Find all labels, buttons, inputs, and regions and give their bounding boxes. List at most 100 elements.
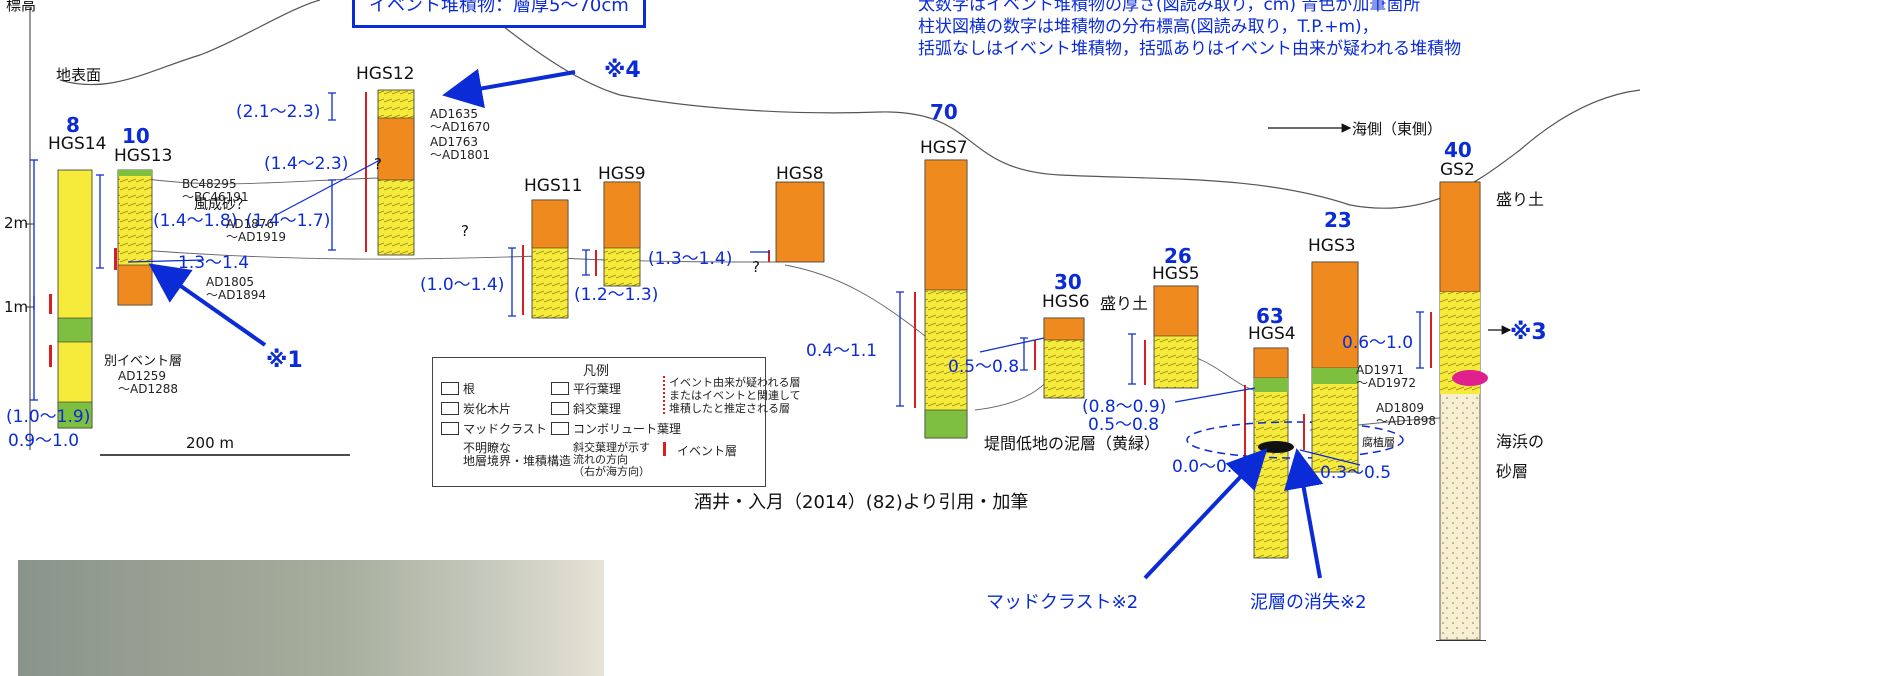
note-line-3: 括弧なしはイベント堆積物，括弧ありはイベント由来が疑われる堆積物 bbox=[918, 39, 1462, 59]
legend-parallel: 平行葉理 bbox=[573, 382, 622, 396]
legend-cross: 斜交葉理 bbox=[573, 402, 622, 416]
arrow-mark4 bbox=[442, 68, 576, 109]
column-hgs8 bbox=[768, 181, 825, 263]
question-mark-3: ? bbox=[752, 258, 760, 276]
range-hgs12-b: (1.4〜2.3) bbox=[264, 154, 349, 174]
legend-unclear: 不明瞭な 地層境界・堆積構造 bbox=[463, 441, 572, 468]
age-hgs13-2: AD1805 〜AD1894 bbox=[206, 275, 266, 302]
range-brackets bbox=[30, 92, 1424, 407]
thickness-hgs3: 23 bbox=[1324, 208, 1352, 232]
y-axis-label: 標高 bbox=[6, 0, 37, 14]
legend-charcoal: 炭化木片 bbox=[463, 402, 512, 416]
root-icon bbox=[441, 382, 459, 395]
range-hgs14-a: (1.0〜1.9) bbox=[6, 407, 91, 427]
other-event-label: 別イベント層 bbox=[104, 354, 183, 369]
event-layer-swatch bbox=[663, 442, 666, 456]
thickness-hgs14: 8 bbox=[66, 113, 80, 137]
column-hgs14 bbox=[49, 169, 93, 429]
column-hgs6 bbox=[1034, 317, 1085, 399]
range-hgs13-a: (1.4〜1.8) bbox=[153, 211, 238, 231]
legend-flow: 斜交葉理が示す 流れの方向 （右が海方向） bbox=[573, 441, 650, 478]
question-mark-1: ? bbox=[374, 155, 382, 173]
charcoal-icon bbox=[441, 402, 459, 415]
name-hgs11: HGS11 bbox=[524, 176, 583, 196]
range-hgs13-b: (1.4〜1.7) bbox=[246, 211, 331, 231]
gs2-scale bbox=[1436, 640, 1486, 651]
legend-mudclast: マッドクラスト bbox=[463, 422, 547, 436]
name-hgs13: HGS13 bbox=[114, 146, 173, 166]
thickness-gs2: 40 bbox=[1444, 138, 1472, 162]
age-hgs3-1: AD1971 〜AD1972 bbox=[1356, 363, 1416, 390]
column-hgs5 bbox=[1144, 285, 1199, 389]
sea-side-label: 海側（東側） bbox=[1352, 120, 1443, 138]
y-tick-1m: 1m bbox=[4, 298, 29, 316]
age-hgs12-1: AD1635 〜AD1670 bbox=[430, 107, 490, 134]
wind-sand-label: 風成砂？ bbox=[194, 197, 250, 213]
range-gs2: 0.6〜1.0 bbox=[1342, 333, 1414, 353]
age-bc: BC48295 〜BC46191 bbox=[182, 177, 249, 204]
column-hgs7 bbox=[914, 159, 968, 439]
mark-1: ※1 bbox=[266, 348, 303, 373]
arrow-mark1 bbox=[148, 263, 267, 347]
aerial-photo bbox=[18, 560, 604, 676]
legend-title: 凡例 bbox=[583, 364, 610, 379]
name-gs2: GS2 bbox=[1440, 160, 1475, 180]
lagoon-label: 腐植層 bbox=[1362, 436, 1395, 449]
range-hgs5-b: 0.5〜0.8 bbox=[1088, 415, 1160, 435]
thickness-hgs5: 26 bbox=[1164, 244, 1192, 268]
name-hgs5: HGS5 bbox=[1152, 264, 1200, 284]
range-hgs8: (1.3〜1.4) bbox=[648, 249, 733, 269]
ground-profile bbox=[59, 0, 1641, 209]
mark-4: ※4 bbox=[604, 58, 641, 83]
name-hgs8: HGS8 bbox=[776, 164, 824, 184]
age-hgs14: AD1259 〜AD1288 bbox=[118, 369, 178, 396]
range-hgs3: 0.3〜0.5 bbox=[1320, 463, 1392, 483]
age-hgs13-1: AD1876 〜AD1919 bbox=[226, 217, 286, 244]
beach-sand-label-2: 砂層 bbox=[1496, 462, 1529, 481]
mud-layer-label: 堤間低地の泥層（黄緑） bbox=[984, 434, 1161, 453]
age-hgs3-2: AD1809 〜AD1898 bbox=[1376, 401, 1436, 428]
name-hgs7: HGS7 bbox=[920, 138, 968, 158]
arrow-mudloss bbox=[1283, 448, 1324, 579]
legend-root: 根 bbox=[463, 382, 476, 396]
column-hgs13 bbox=[114, 169, 153, 306]
legend-suspected: イベント由来が疑われる層 またはイベントと関連して 堆積したと推定される層 bbox=[669, 376, 801, 415]
legend-convolute: コンボリュート葉理 bbox=[573, 422, 682, 436]
range-hgs9: (1.2〜1.3) bbox=[574, 285, 659, 305]
range-hgs14-b: 0.9〜1.0 bbox=[8, 431, 80, 451]
name-hgs6: HGS6 bbox=[1042, 292, 1090, 312]
column-hgs12 bbox=[365, 89, 415, 256]
column-hgs9 bbox=[595, 181, 641, 287]
range-hgs6: 0.5〜0.8 bbox=[948, 357, 1020, 377]
name-hgs3: HGS3 bbox=[1308, 236, 1356, 256]
question-mark-2: ? bbox=[461, 222, 469, 240]
name-hgs9: HGS9 bbox=[598, 164, 646, 184]
legend-box: 凡例 根 炭化木片 マッドクラスト 不明瞭な 地層境界・堆積構造 平行葉理 斜交… bbox=[432, 357, 801, 487]
y-tick-2m: 2m bbox=[4, 214, 29, 232]
name-hgs14: HGS14 bbox=[48, 134, 107, 154]
arrow-mudcrust bbox=[1143, 448, 1268, 580]
fill-hgs6-label: 盛り土 bbox=[1100, 294, 1149, 313]
cross-lamina-icon bbox=[551, 402, 569, 415]
citation: 酒井・入月（2014）(82)より引用・加筆 bbox=[694, 492, 1029, 513]
correlation-lines bbox=[139, 177, 1441, 431]
column-hgs11 bbox=[522, 199, 569, 319]
thickness-hgs7: 70 bbox=[930, 100, 958, 124]
scale-bar-label: 200 m bbox=[186, 434, 235, 452]
beach-sand-label-1: 海浜の bbox=[1496, 432, 1545, 451]
thickness-hgs6: 30 bbox=[1054, 270, 1082, 294]
mudclast-icon bbox=[441, 422, 459, 435]
mark-3: ※3 bbox=[1510, 320, 1547, 345]
convolute-icon bbox=[551, 422, 569, 435]
boxed-title: イベント堆積物：層厚5〜70cm bbox=[352, 0, 646, 28]
name-hgs4: HGS4 bbox=[1248, 324, 1296, 344]
ground-surface-label: 地表面 bbox=[56, 66, 102, 84]
fill-gs2-label: 盛り土 bbox=[1496, 190, 1545, 209]
parallel-lamina-icon bbox=[551, 382, 569, 395]
range-hgs4: 0.0〜0.6 bbox=[1172, 457, 1244, 477]
thickness-hgs13: 10 bbox=[122, 124, 150, 148]
note-line-2: 柱状図横の数字は堆積物の分布標高(図読み取り，T.P.+m)， bbox=[918, 17, 1379, 37]
name-hgs12: HGS12 bbox=[356, 64, 415, 84]
